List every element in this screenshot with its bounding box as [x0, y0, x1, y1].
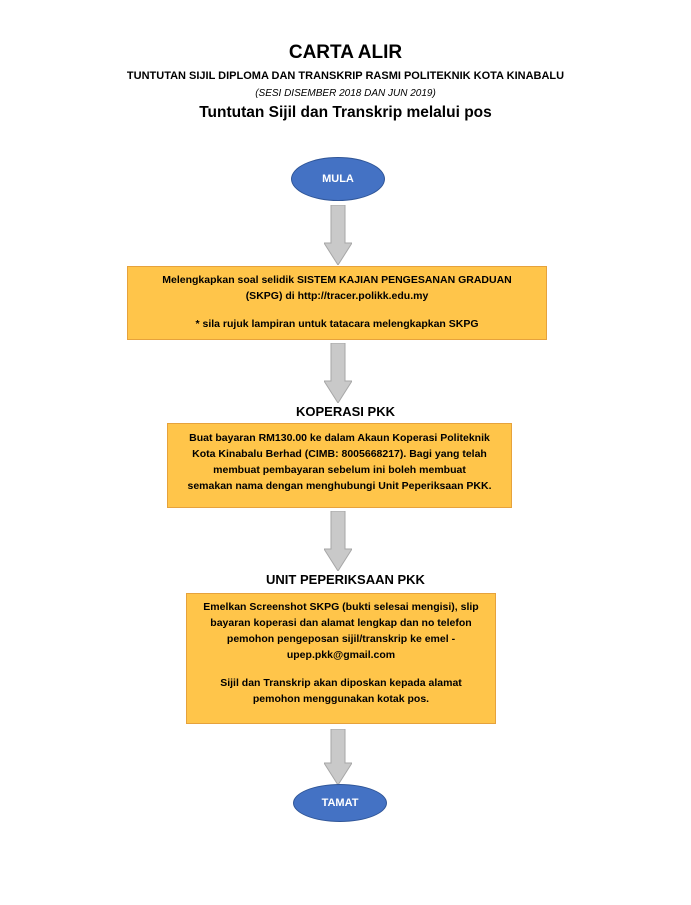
section-label-koperasi: KOPERASI PKK	[296, 404, 395, 419]
section-label-unit-peperiksaan: UNIT PEPERIKSAAN PKK	[266, 572, 425, 587]
page-subtitle: TUNTUTAN SIJIL DIPLOMA DAN TRANSKRIP RAS…	[126, 70, 565, 82]
process-text: Buat bayaran RM130.00 ke dalam Akaun Kop…	[189, 432, 490, 444]
page-title: CARTA ALIR	[288, 42, 403, 63]
down-arrow-icon	[324, 511, 352, 571]
process-text: membuat pembayaran sebelum ini boleh mem…	[213, 464, 466, 476]
process-box-skpg: Melengkapkan soal selidik SISTEM KAJIAN …	[127, 266, 547, 340]
down-arrow-icon	[324, 205, 352, 265]
process-box-email: Emelkan Screenshot SKPG (bukti selesai m…	[186, 593, 496, 724]
down-arrow-icon	[324, 729, 352, 785]
process-text: pemohon menggunakan kotak pos.	[252, 693, 430, 705]
process-text: bayaran koperasi dan alamat lengkap dan …	[210, 617, 472, 629]
process-text: (SKPG) di http://tracer.polikk.edu.my	[245, 290, 429, 302]
process-text: Melengkapkan soal selidik SISTEM KAJIAN …	[162, 274, 512, 286]
end-label: TAMAT	[321, 797, 359, 809]
process-text: Kota Kinabalu Berhad (CIMB: 8005668217).…	[192, 448, 487, 460]
process-text: Sijil dan Transkrip akan diposkan kepada…	[220, 677, 462, 689]
email-address: upep.pkk@gmail.com	[286, 649, 396, 661]
start-terminator: MULA	[291, 157, 385, 201]
process-text: pemohon pengeposan sijil/transkrip ke em…	[226, 633, 456, 645]
process-text: Emelkan Screenshot SKPG (bukti selesai m…	[203, 601, 479, 613]
down-arrow-icon	[324, 343, 352, 403]
start-label: MULA	[322, 173, 354, 185]
process-text: semakan nama dengan menghubungi Unit Pep…	[187, 480, 492, 492]
flow-heading: Tuntutan Sijil dan Transkrip melalui pos	[199, 104, 492, 121]
process-note: * sila rujuk lampiran untuk tatacara mel…	[195, 318, 479, 330]
end-terminator: TAMAT	[293, 784, 387, 822]
session-note: (SESI DISEMBER 2018 DAN JUN 2019)	[255, 88, 436, 99]
process-box-payment: Buat bayaran RM130.00 ke dalam Akaun Kop…	[167, 423, 512, 508]
